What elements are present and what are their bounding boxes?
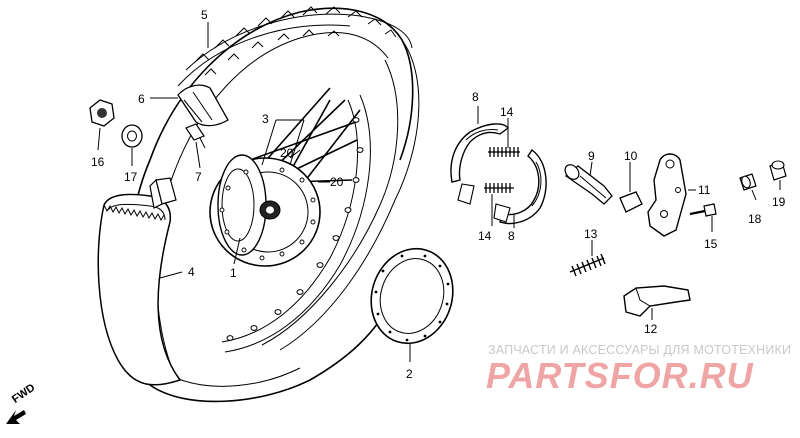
label-spoke-b: 20: [330, 175, 344, 189]
wear-plate: [619, 191, 643, 213]
label-collar: 18: [748, 212, 762, 226]
valve: [185, 123, 206, 149]
brake-cam: [564, 164, 613, 205]
collar: [739, 173, 757, 191]
label-spring-bottom: 14: [478, 229, 492, 243]
rim: [221, 94, 371, 353]
label-spring-top: 14: [500, 105, 514, 119]
label-cam: 9: [588, 149, 595, 163]
fwd-arrow-icon: [6, 410, 26, 424]
washer: [121, 124, 143, 148]
nut: [89, 99, 115, 127]
label-hub: 1: [230, 266, 237, 280]
shoe-pads: [457, 183, 511, 223]
brake-spring-top: [488, 147, 520, 157]
label-washer: 17: [124, 170, 138, 184]
brake-arm: [647, 153, 687, 237]
bolt: [689, 203, 717, 217]
stopper-bracket: [623, 285, 691, 317]
brake-shoe-top: [450, 123, 509, 183]
watermark-tagline: ЗАПЧАСТИ И АКСЕССУАРЫ ДЛЯ МОТОТЕХНИКИ: [488, 343, 792, 357]
label-arm: 11: [698, 183, 711, 197]
cap: [769, 160, 787, 181]
label-spring: 13: [584, 227, 598, 241]
label-rim-band: 6: [138, 92, 145, 106]
label-spoke-a: 20: [280, 146, 294, 160]
label-bolt: 15: [704, 237, 718, 251]
label-tube: 4: [188, 265, 195, 279]
label-shoe-bottom: 8: [508, 229, 515, 243]
return-spring: [569, 253, 606, 277]
brake-spring-bottom: [484, 183, 514, 193]
hub: [209, 154, 321, 267]
label-stopper: 12: [644, 322, 658, 336]
leader-lines: [97, 22, 781, 362]
brake-panel: [370, 247, 454, 345]
label-tire: 5: [201, 8, 208, 22]
rim-band: [177, 84, 229, 127]
label-spokes: 3: [262, 112, 269, 126]
label-cap: 19: [772, 195, 786, 209]
label-nut: 16: [91, 155, 105, 169]
label-plate: 10: [624, 149, 638, 163]
label-valve: 7: [195, 170, 202, 184]
label-shoe-top: 8: [472, 90, 479, 104]
tube: [97, 177, 182, 386]
part-labels: 5 6 3 16 17 7 4 1 20 20 8 14 14 8 9 10 1…: [91, 8, 786, 381]
label-brake-panel: 2: [406, 367, 413, 381]
watermark-logo: PARTSFOR.RU: [486, 355, 754, 396]
